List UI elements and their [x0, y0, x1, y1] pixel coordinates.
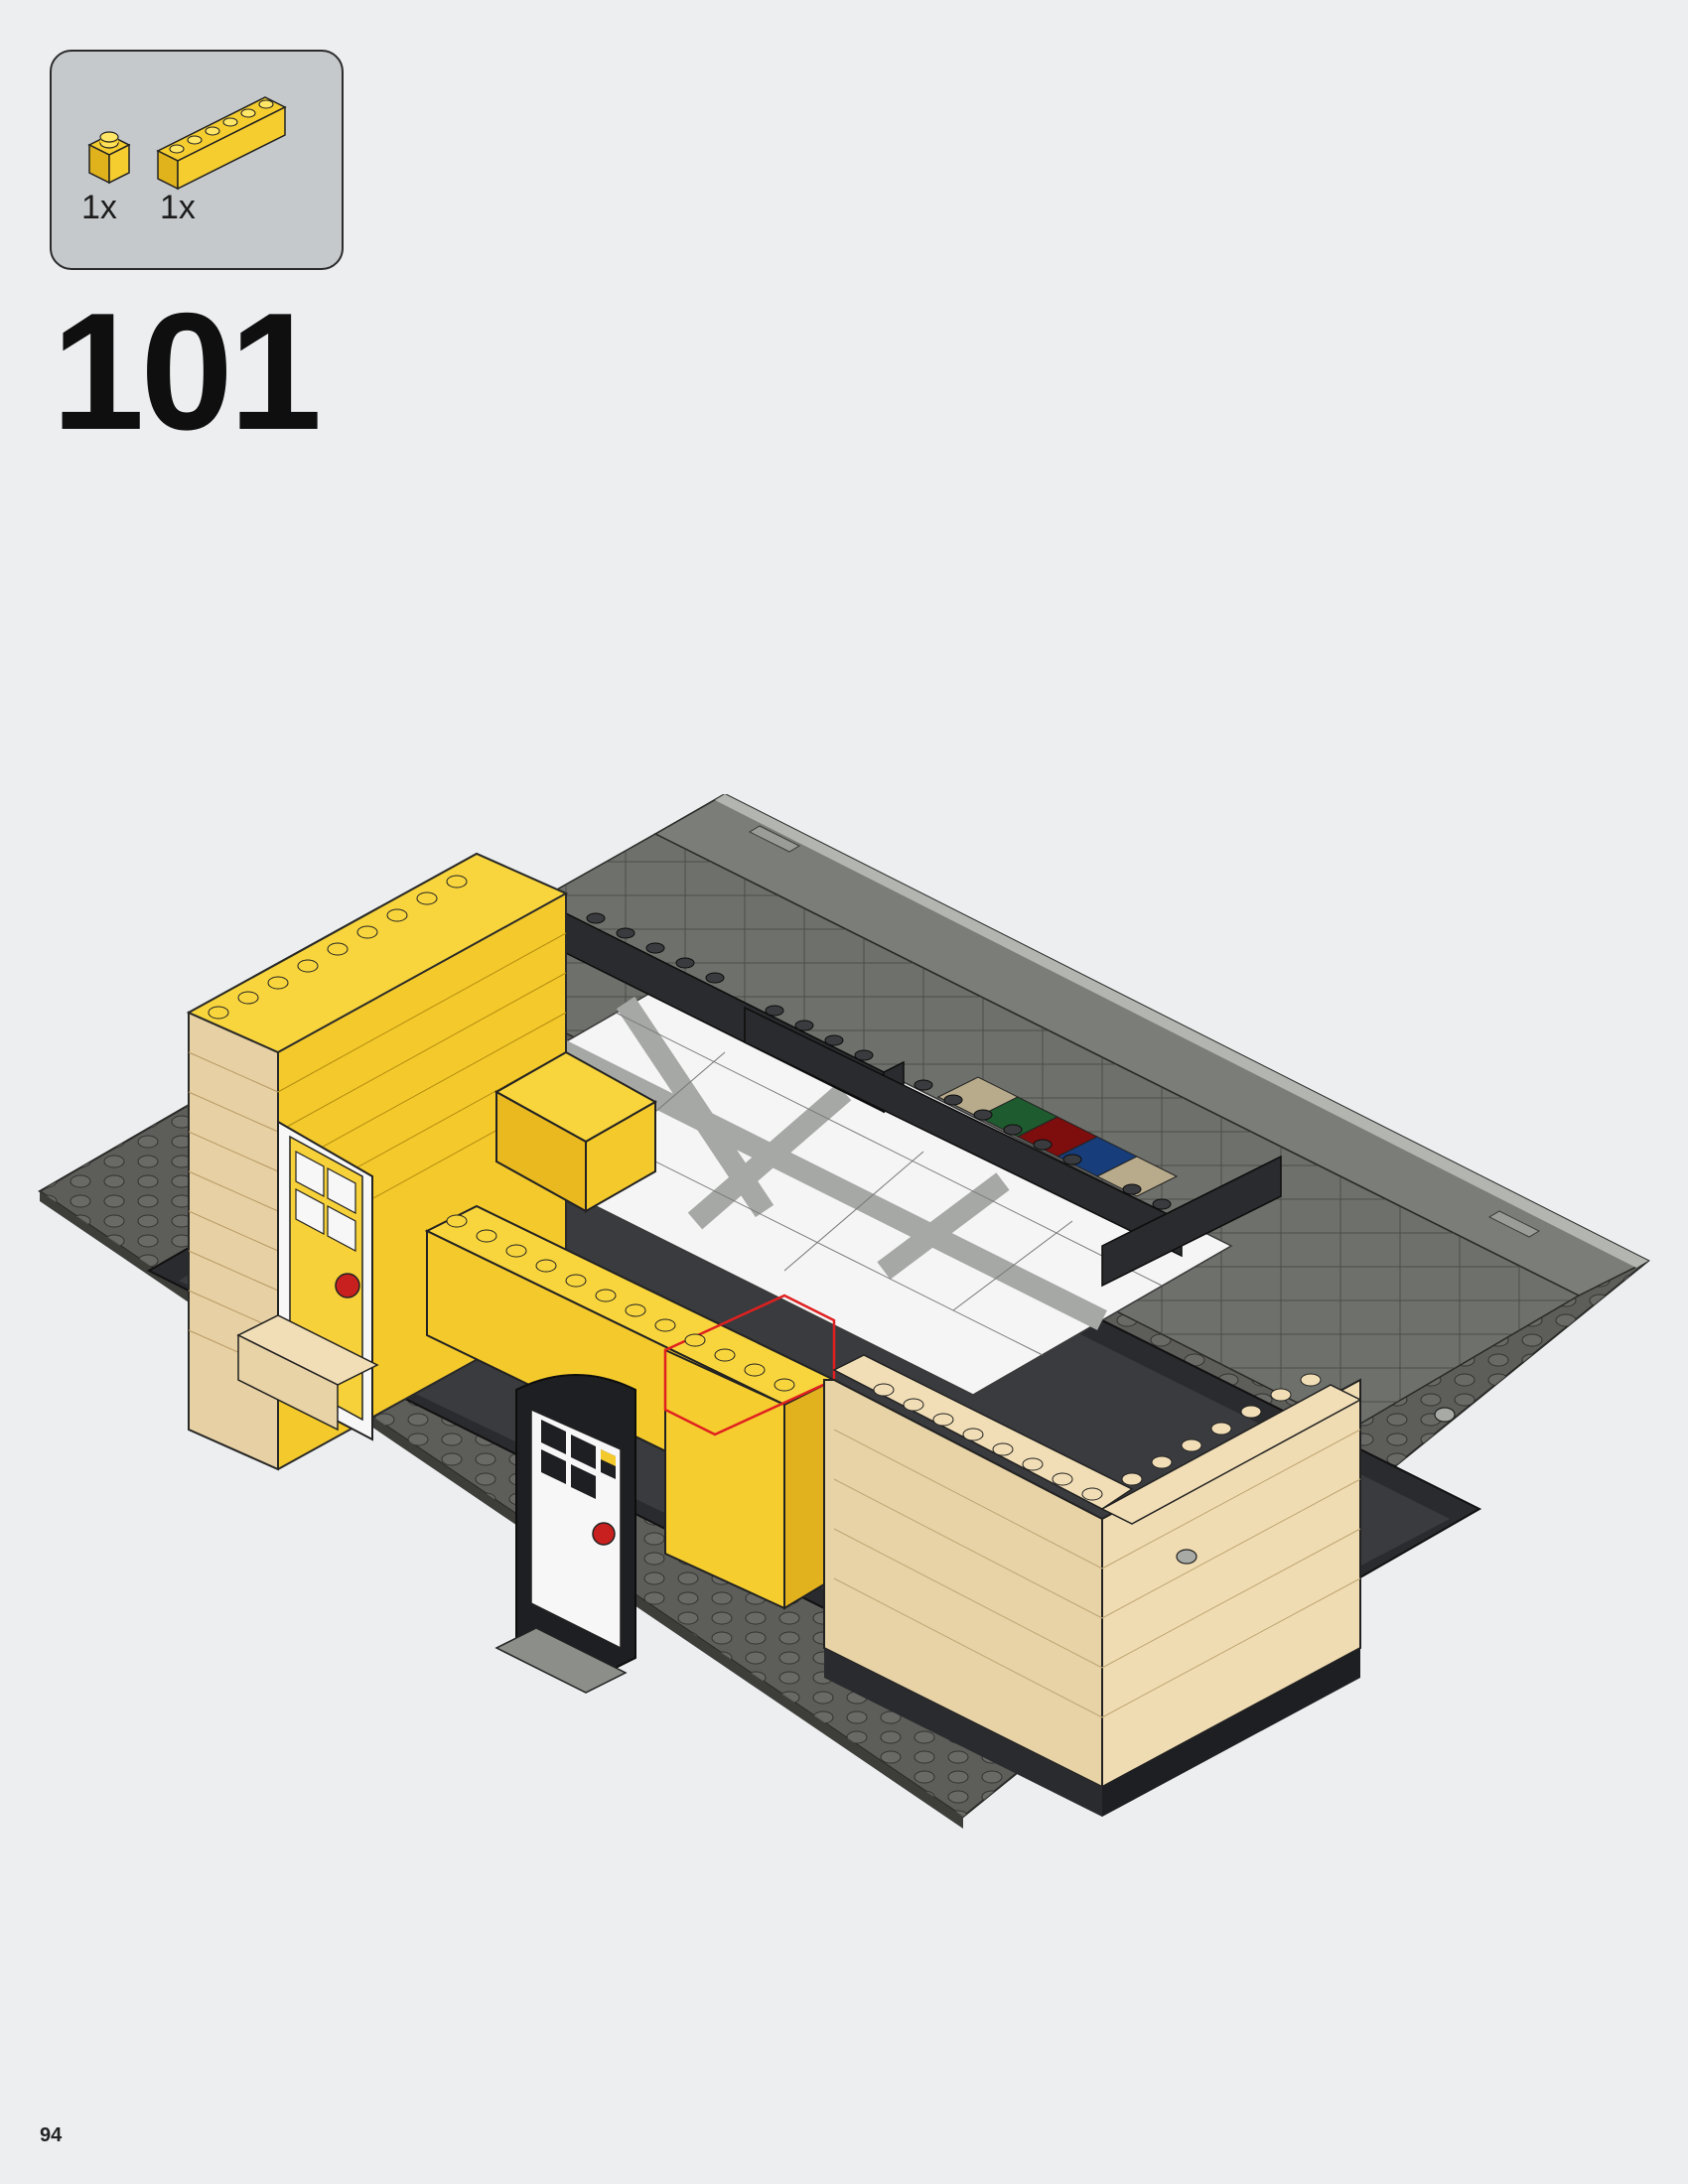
page-number: 94 — [40, 2124, 63, 2146]
right-tan-wall — [823, 1354, 1362, 1817]
front-door — [494, 1374, 636, 1694]
technic-pins — [1176, 1407, 1456, 1565]
part-qty: 1x — [81, 189, 117, 226]
part-item-1x1: 1x — [52, 52, 171, 268]
yellow-1x1-brick-icon — [87, 131, 131, 185]
wall-studs — [208, 875, 795, 1392]
black-studs — [586, 912, 1172, 1210]
left-bench — [236, 1314, 379, 1432]
interior-floor — [425, 972, 1233, 1396]
tan-wall-studs — [873, 1373, 1322, 1501]
yellow-1x6-brick-icon — [156, 96, 287, 191]
black-brick-row — [565, 911, 1282, 1288]
part-qty: 1x — [160, 189, 196, 226]
step-number: 101 — [52, 278, 322, 465]
parts-callout: 1x 1x — [50, 50, 344, 270]
model-illustration — [38, 794, 1650, 1829]
part-item-1x6: 1x — [146, 52, 345, 268]
yellow-block-middle — [493, 1050, 658, 1213]
